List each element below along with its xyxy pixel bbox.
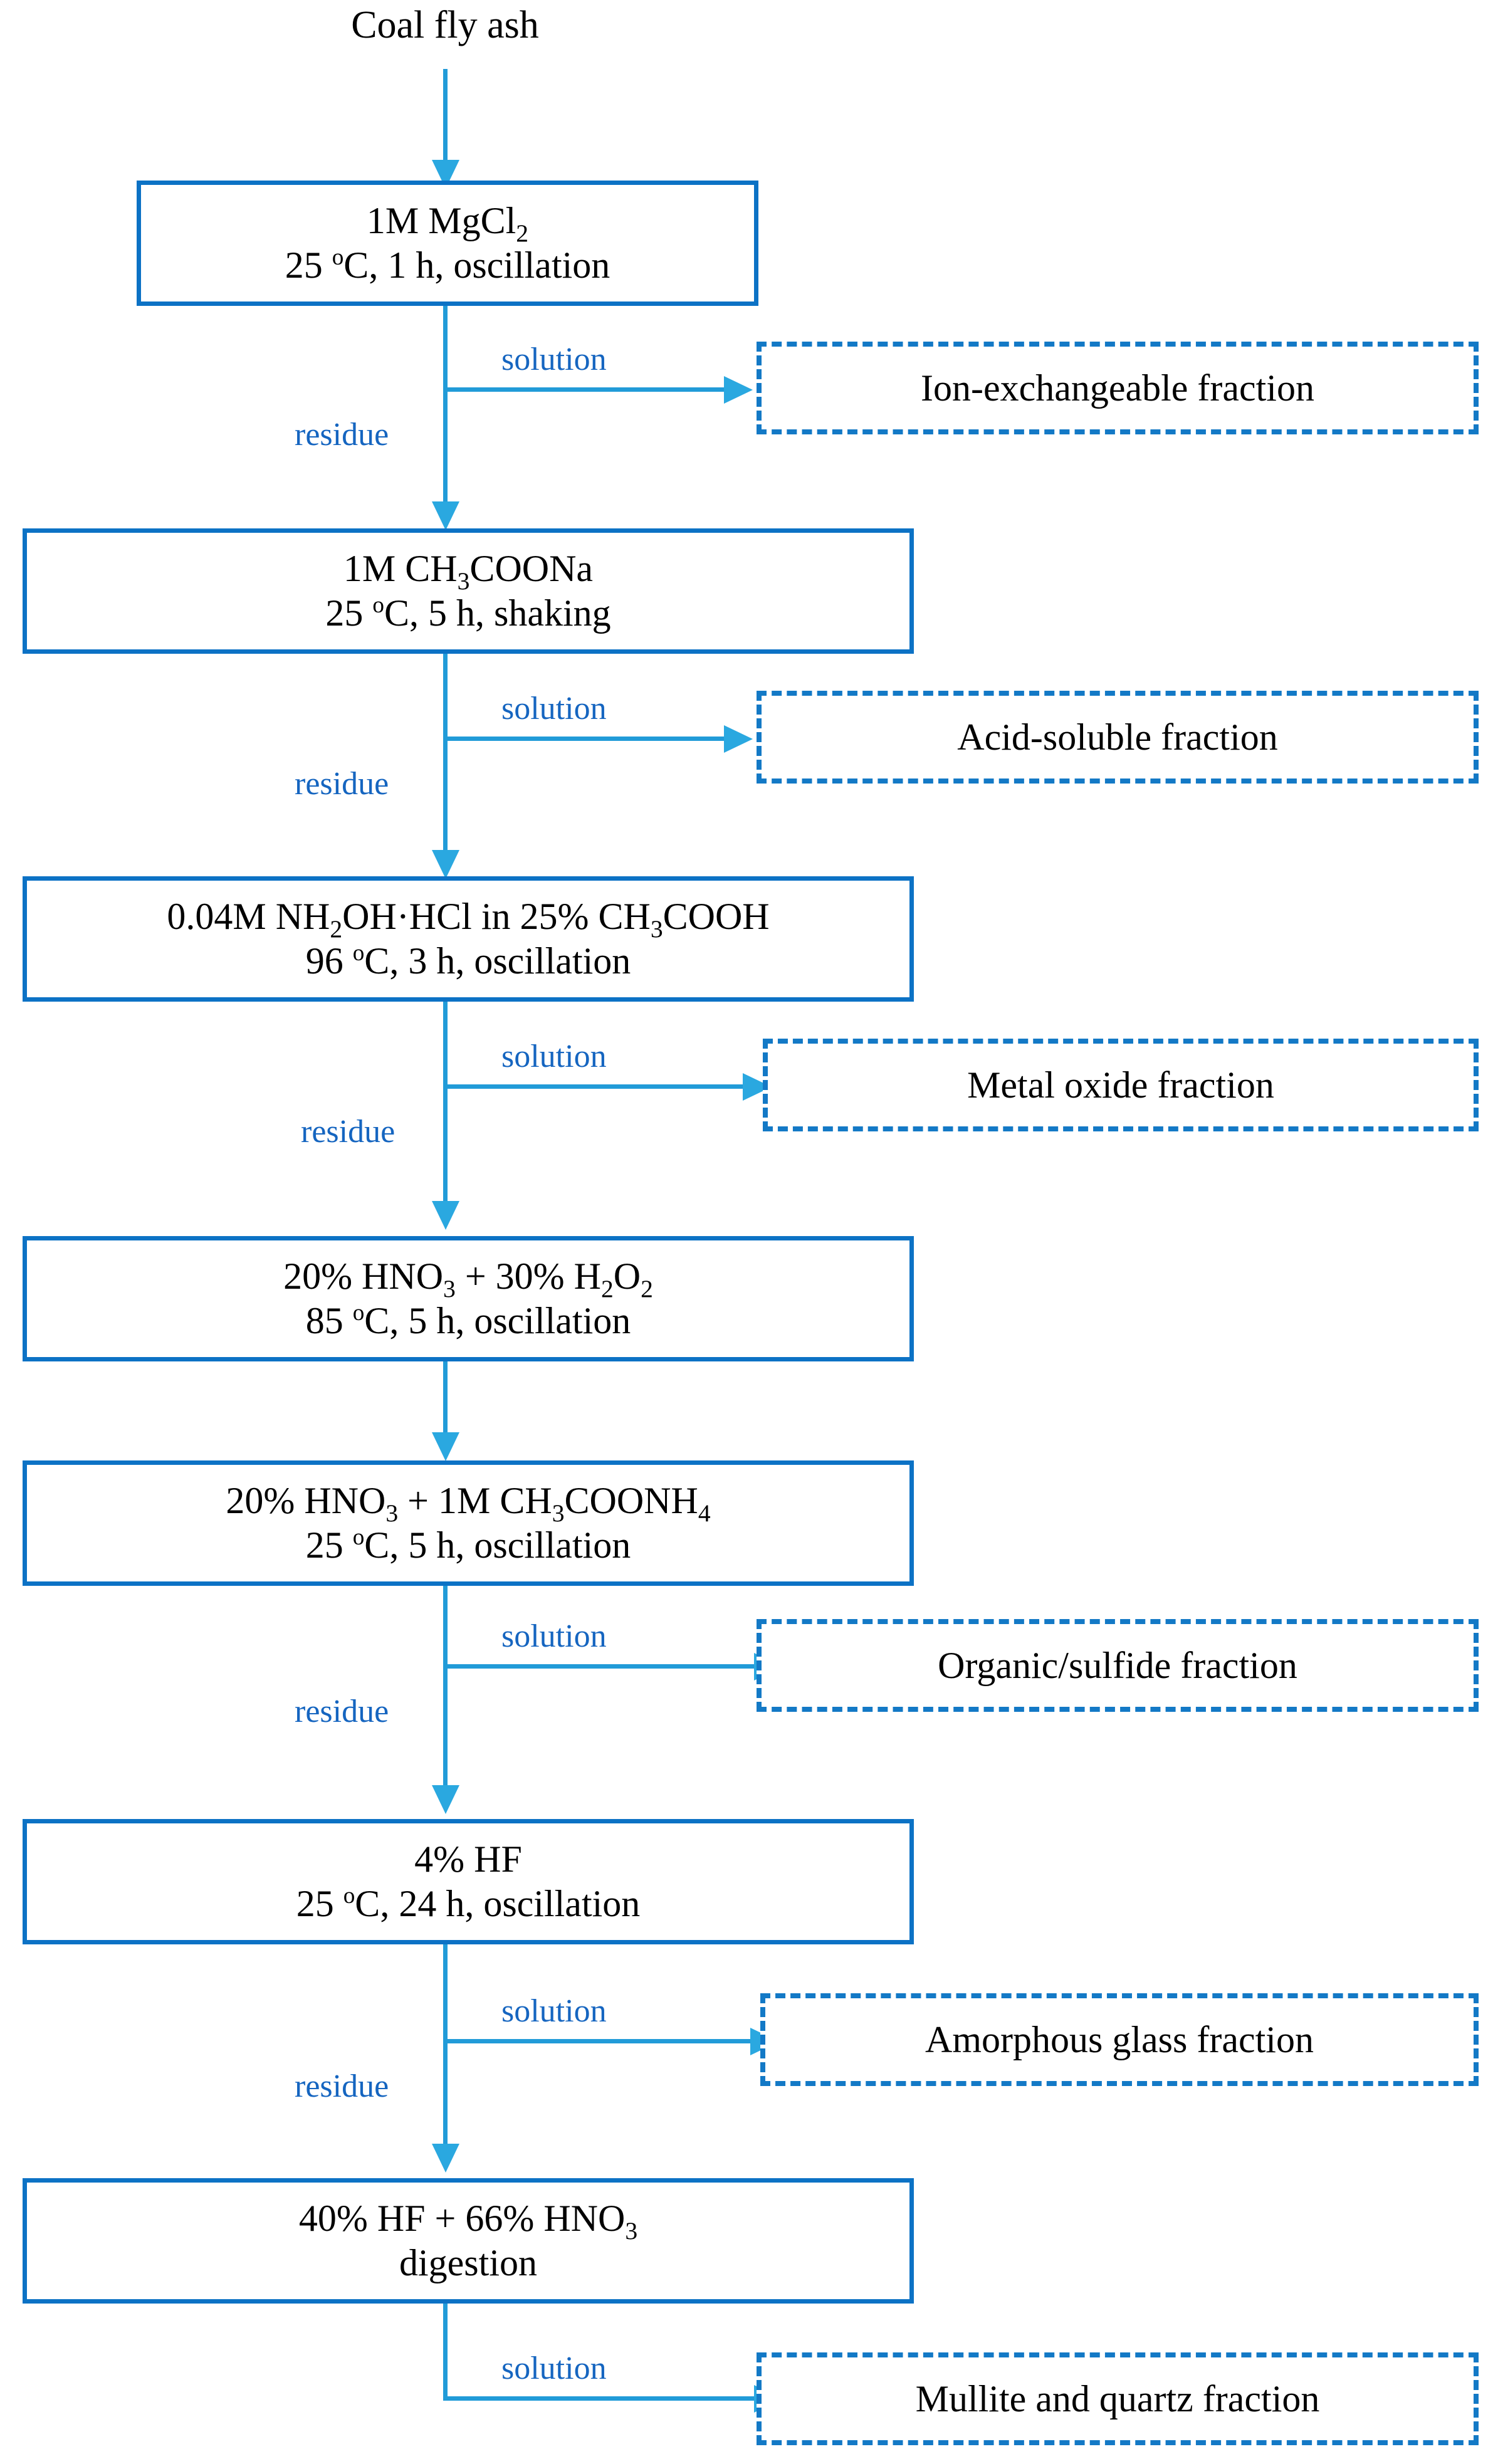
solution-line-step-7 xyxy=(443,2396,757,2401)
residue-arrow-icon-step-5 xyxy=(432,1785,459,1814)
residue-line-step-7 xyxy=(443,2304,448,2401)
process-box-step-6[interactable]: 4% HF 25 oC, 24 h, oscillation xyxy=(23,1819,914,1944)
flowchart-title: Coal fly ash xyxy=(351,4,539,46)
edge-label-solution-step-5: solution xyxy=(501,1618,607,1654)
conditions-line-step-2: 25 oC, 5 h, shaking xyxy=(325,592,611,634)
reagent-line-step-1: 1M MgCl2 xyxy=(366,200,529,248)
edge-label-solution-step-1: solution xyxy=(501,342,607,377)
residue-line-step-2 xyxy=(443,654,448,867)
residue-line-step-5 xyxy=(443,1586,448,1802)
arrow-icon-step-4-to-5 xyxy=(432,1432,459,1461)
residue-line-step-6 xyxy=(443,1944,448,2161)
output-label-step-5: Organic/sulfide fraction xyxy=(938,1645,1297,1686)
residue-line-step-3 xyxy=(443,1002,448,1218)
conditions-line-step-5: 25 oC, 5 h, oscillation xyxy=(305,1524,631,1566)
process-box-step-7[interactable]: 40% HF + 66% HNO3 digestion xyxy=(23,2178,914,2304)
output-box-amorphous-glass-fraction[interactable]: Amorphous glass fraction xyxy=(760,1993,1479,2086)
residue-line-step-1 xyxy=(443,306,448,519)
output-label-step-7: Mullite and quartz fraction xyxy=(915,2378,1320,2419)
output-box-acid-soluble-fraction[interactable]: Acid-soluble fraction xyxy=(757,691,1479,784)
reagent-line-step-7: 40% HF + 66% HNO3 xyxy=(298,2198,638,2245)
process-box-step-1[interactable]: 1M MgCl2 25 oC, 1 h, oscillation xyxy=(137,181,758,306)
conditions-line-step-1: 25 oC, 1 h, oscillation xyxy=(285,244,610,286)
output-box-ion-exchangeable-fraction[interactable]: Ion-exchangeable fraction xyxy=(757,342,1479,434)
output-label-step-3: Metal oxide fraction xyxy=(967,1064,1274,1106)
entry-connector-line xyxy=(443,69,448,176)
solution-arrow-icon-step-1 xyxy=(724,376,753,404)
edge-label-solution-step-3: solution xyxy=(501,1039,607,1074)
edge-label-residue-step-2: residue xyxy=(295,766,389,802)
conditions-line-step-7: digestion xyxy=(399,2242,537,2283)
solution-line-step-5 xyxy=(443,1664,757,1669)
process-box-step-3[interactable]: 0.04M NH2OH·HCl in 25% CH3COOH 96 oC, 3 … xyxy=(23,876,914,1002)
edge-label-residue-step-5: residue xyxy=(295,1694,389,1729)
edge-label-residue-step-3: residue xyxy=(301,1114,396,1150)
reagent-line-step-5: 20% HNO3 + 1M CH3COONH4 xyxy=(226,1480,711,1528)
connector-step-4-to-5 xyxy=(443,1361,448,1446)
solution-arrow-icon-step-2 xyxy=(724,725,753,753)
solution-line-step-2 xyxy=(443,737,725,741)
output-label-step-2: Acid-soluble fraction xyxy=(957,716,1278,758)
residue-arrow-icon-step-3 xyxy=(432,1201,459,1230)
edge-label-residue-step-1: residue xyxy=(295,417,389,453)
edge-label-solution-step-6: solution xyxy=(501,1993,607,2029)
reagent-line-step-2: 1M CH3COONa xyxy=(343,548,594,595)
output-box-mullite-and-quartz-fraction[interactable]: Mullite and quartz fraction xyxy=(757,2352,1479,2445)
reagent-line-step-3: 0.04M NH2OH·HCl in 25% CH3COOH xyxy=(167,896,770,943)
edge-label-solution-step-2: solution xyxy=(501,691,607,726)
conditions-line-step-6: 25 oC, 24 h, oscillation xyxy=(296,1883,641,1924)
residue-arrow-icon-step-6 xyxy=(432,2144,459,2173)
residue-arrow-icon-step-1 xyxy=(432,501,459,530)
conditions-line-step-4: 85 oC, 5 h, oscillation xyxy=(305,1300,631,1341)
reagent-line-step-6: 4% HF xyxy=(414,1838,522,1880)
edge-label-residue-step-6: residue xyxy=(295,2068,389,2104)
output-label-step-1: Ion-exchangeable fraction xyxy=(921,367,1314,409)
output-label-step-6: Amorphous glass fraction xyxy=(925,2019,1314,2060)
process-box-step-4[interactable]: 20% HNO3 + 30% H2O2 85 oC, 5 h, oscillat… xyxy=(23,1236,914,1361)
process-box-step-2[interactable]: 1M CH3COONa 25 oC, 5 h, shaking xyxy=(23,528,914,654)
reagent-line-step-4: 20% HNO3 + 30% H2O2 xyxy=(283,1256,653,1303)
conditions-line-step-3: 96 oC, 3 h, oscillation xyxy=(305,940,631,982)
output-box-organic-sulfide-fraction[interactable]: Organic/sulfide fraction xyxy=(757,1619,1479,1712)
solution-line-step-3 xyxy=(443,1084,744,1089)
residue-arrow-icon-step-2 xyxy=(432,850,459,879)
solution-line-step-1 xyxy=(443,387,725,392)
output-box-metal-oxide-fraction[interactable]: Metal oxide fraction xyxy=(763,1039,1479,1131)
solution-line-step-6 xyxy=(443,2039,752,2043)
edge-label-solution-step-7: solution xyxy=(501,2351,607,2386)
process-box-step-5[interactable]: 20% HNO3 + 1M CH3COONH4 25 oC, 5 h, osci… xyxy=(23,1460,914,1586)
